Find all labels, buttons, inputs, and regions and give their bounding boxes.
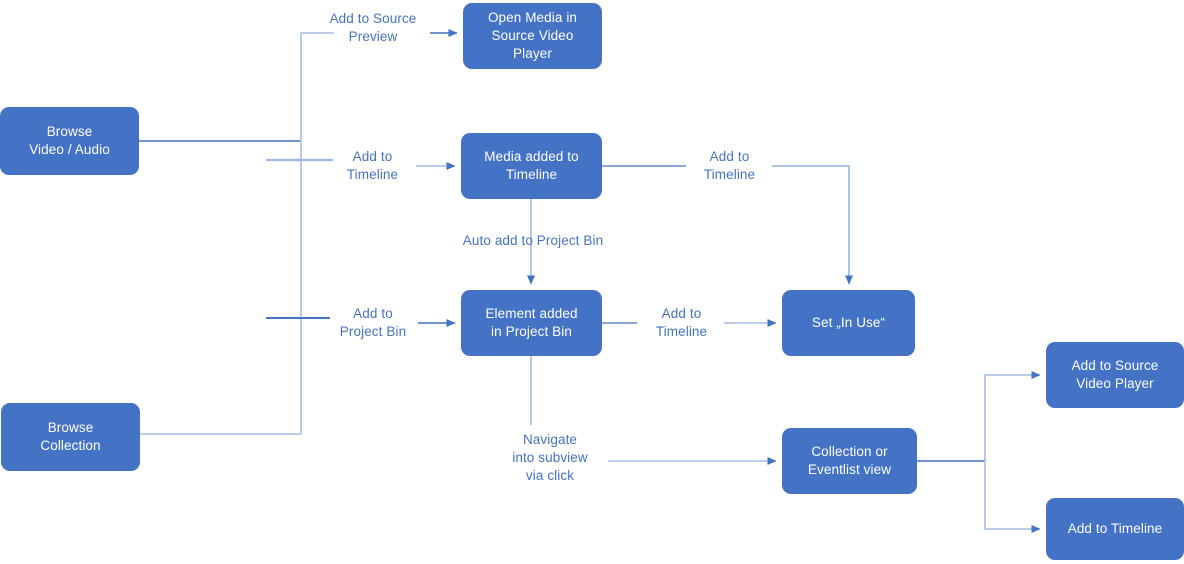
- edge-label-navigate-into-subview-via-click: Navigate into subview via click: [512, 432, 588, 484]
- wire-label-to-set-in-use: [772, 165, 853, 285]
- node-add-to-timeline[interactable]: Add to Timeline: [1046, 498, 1184, 560]
- edge-label-add-to-timeline-from-media: Add to Timeline: [703, 149, 756, 183]
- node-media-added-to-timeline[interactable]: Media added to Timeline: [461, 133, 602, 199]
- node-set-in-use[interactable]: Set „In Use“: [782, 290, 915, 356]
- wire-left-spine-upper: [300, 32, 334, 141]
- wire-left-spine-lower: [140, 141, 302, 435]
- edge-label-add-to-timeline-from-element: Add to Timeline: [655, 306, 708, 340]
- edge-label-add-to-project-bin: Add to Project Bin: [339, 306, 407, 340]
- node-browse-collection[interactable]: Browse Collection: [1, 403, 140, 471]
- node-add-to-source-video-player[interactable]: Add to Source Video Player: [1046, 342, 1184, 408]
- edge-label-auto-add-to-project-bin: Auto add to Project Bin: [462, 233, 604, 248]
- edge-label-add-to-source-preview: Add to Source Preview: [329, 11, 417, 45]
- edge-label-add-to-timeline-from-browse: Add to Timeline: [346, 149, 399, 183]
- node-collection-or-eventlist-view[interactable]: Collection or Eventlist view: [782, 428, 917, 494]
- node-browse-video-audio[interactable]: Browse Video / Audio: [0, 107, 139, 175]
- node-element-added-in-project-bin[interactable]: Element added in Project Bin: [461, 290, 602, 356]
- wire-right-spine-to-timeline: [984, 461, 1041, 533]
- node-open-media-in-source-video-player[interactable]: Open Media in Source Video Player: [463, 3, 602, 69]
- wire-right-spine-to-source-player: [984, 371, 1041, 461]
